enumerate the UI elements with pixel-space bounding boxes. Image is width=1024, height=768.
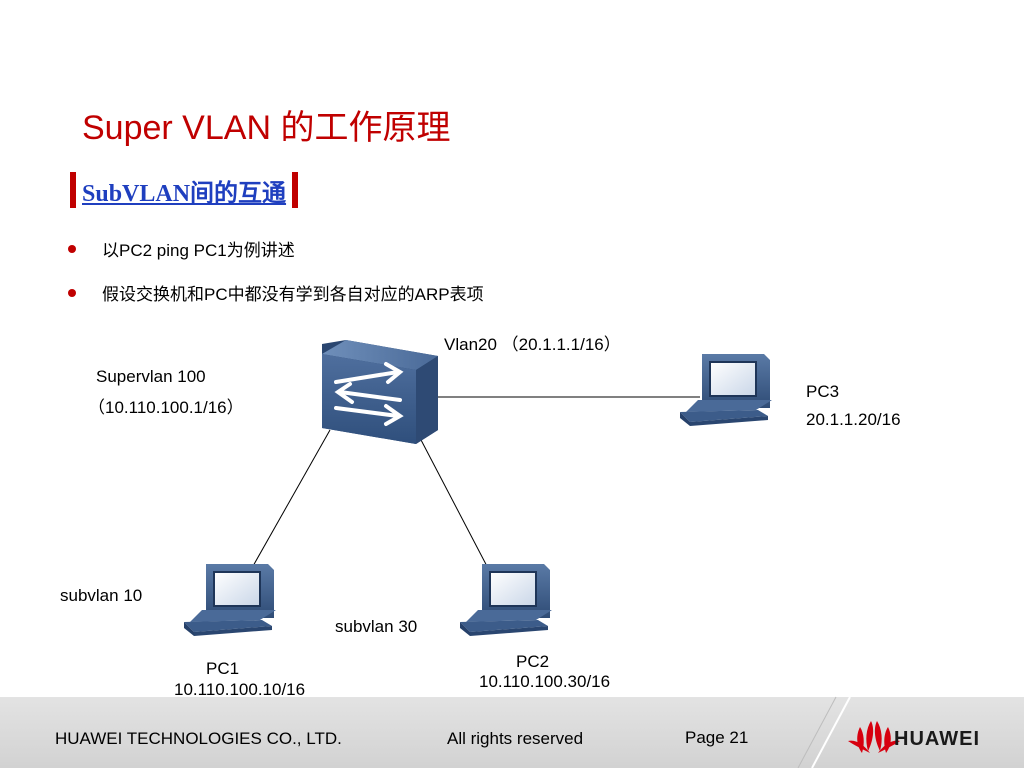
pc2-ip-label: 10.110.100.30/16 — [479, 672, 611, 691]
huawei-brand-text: HUAWEI — [894, 728, 980, 750]
link-switch-pc2 — [419, 437, 491, 573]
pc3-computer-icon — [680, 354, 772, 426]
supervlan-label: Supervlan 100 — [96, 367, 206, 386]
bullet-text: 以PC2 ping PC1为例讲述 — [102, 241, 295, 260]
pc2-computer-icon — [460, 564, 552, 636]
pc3-ip-label: 20.1.1.20/16 — [806, 410, 901, 429]
pc1-computer-icon — [184, 564, 276, 636]
footer-bar — [0, 697, 1024, 768]
vlan20-label: Vlan20 （20.1.1.1/16） — [444, 335, 621, 354]
bullet-item-2: 假设交换机和PC中都没有学到各自对应的ARP表项 — [68, 280, 484, 305]
subtitle-block: SubVLAN间的互通 — [70, 170, 299, 210]
pc2-name-label: PC2 — [516, 652, 550, 671]
link-switch-pc1 — [243, 429, 331, 583]
bullet-dot-icon — [68, 244, 76, 253]
pc1-name-label: PC1 — [206, 659, 240, 678]
slide-subtitle: SubVLAN间的互通 — [82, 180, 287, 207]
footer-rights: All rights reserved — [447, 729, 584, 748]
subtitle-left-bar — [70, 172, 76, 208]
pc3-name-label: PC3 — [806, 382, 840, 401]
subtitle-right-bar — [292, 172, 299, 208]
pc2-subvlan-label: subvlan 30 — [335, 617, 418, 636]
pc1-ip-label: 10.110.100.10/16 — [174, 680, 306, 699]
bullet-text: 假设交换机和PC中都没有学到各自对应的ARP表项 — [102, 285, 484, 304]
bullet-dot-icon — [68, 288, 76, 297]
supervlan-ip-label: （10.110.100.1/16） — [88, 398, 244, 417]
pc1-subvlan-label: subvlan 10 — [60, 586, 143, 605]
footer-company: HUAWEI TECHNOLOGIES CO., LTD. — [55, 729, 342, 748]
bullet-item-1: 以PC2 ping PC1为例讲述 — [68, 236, 295, 261]
switch-icon — [322, 340, 438, 444]
footer-page-number: Page 21 — [685, 728, 749, 747]
slide-title: Super VLAN 的工作原理 — [82, 109, 451, 147]
